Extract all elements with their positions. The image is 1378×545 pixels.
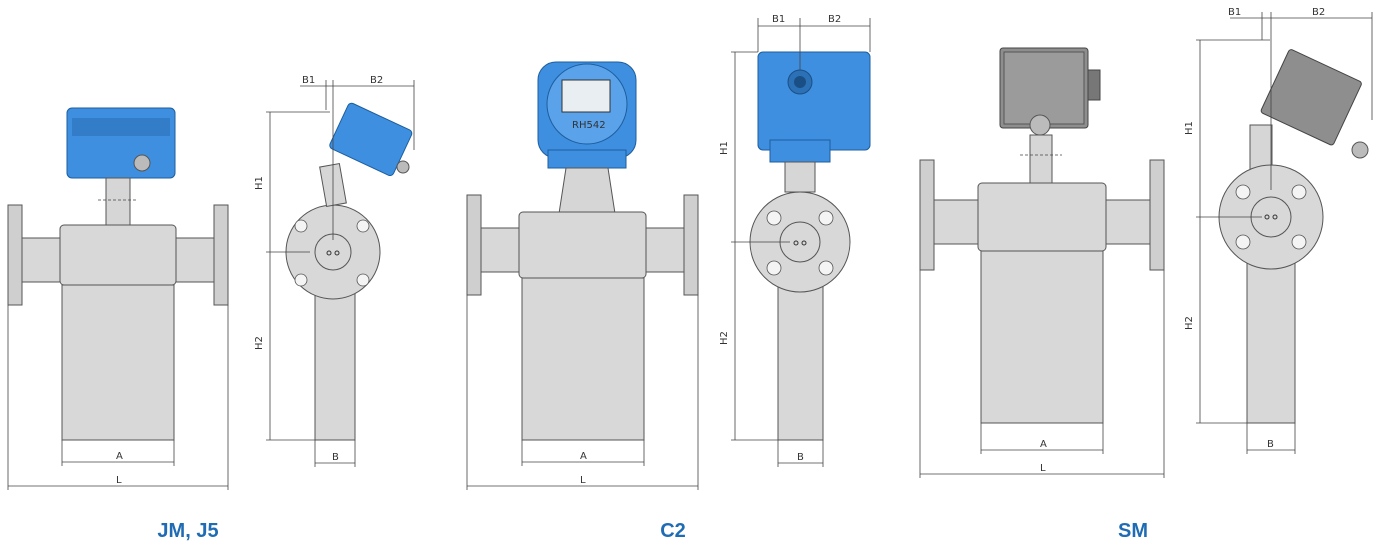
jm-front-view: A L (7, 107, 229, 490)
sm-dim-l: L (1040, 463, 1046, 474)
model-label-c2: C2 (660, 520, 686, 542)
c2-side-view: H1 H2 B1 B2 B (719, 14, 871, 467)
sm-dim-h2: H2 (1184, 316, 1195, 330)
c2-dim-b1: B1 (772, 14, 785, 25)
sm-front-view: A L (919, 47, 1165, 478)
jm-side-view: H1 H2 B1 B2 B (254, 75, 415, 467)
c2-front-view: RH542 A L (466, 61, 699, 490)
sm-dim-b: B (1267, 439, 1274, 450)
sm-dim-b2: B2 (1312, 7, 1325, 18)
c2-dim-b: B (797, 452, 804, 463)
jm-dim-b1: B1 (302, 75, 315, 86)
c2-dim-h2: H2 (719, 331, 730, 345)
sm-cable-gland-icon (1029, 114, 1051, 136)
sm-dim-h1: H1 (1184, 121, 1195, 135)
model-label-jm-j5: JM, J5 (157, 520, 218, 542)
sm-dim-a: A (1040, 439, 1047, 450)
model-label-sm: SM (1118, 520, 1148, 542)
jm-dim-l: L (116, 475, 122, 486)
sm-dim-b1: B1 (1228, 7, 1241, 18)
c2-dim-h1: H1 (719, 141, 730, 155)
jm-dim-h2: H2 (254, 336, 265, 350)
c2-dim-b2: B2 (828, 14, 841, 25)
jm-dim-b: B (332, 452, 339, 463)
jm-dim-h1: H1 (254, 176, 265, 190)
c2-dim-l: L (580, 475, 586, 486)
c2-model-text: RH542 (572, 120, 606, 131)
c2-dim-a: A (580, 451, 587, 462)
sm-side-view: H1 H2 B1 B2 B (1184, 7, 1373, 454)
jm-cable-gland-icon (133, 154, 151, 172)
jm-dim-a: A (116, 451, 123, 462)
jm-dim-b2: B2 (370, 75, 383, 86)
c2-display (561, 79, 611, 113)
